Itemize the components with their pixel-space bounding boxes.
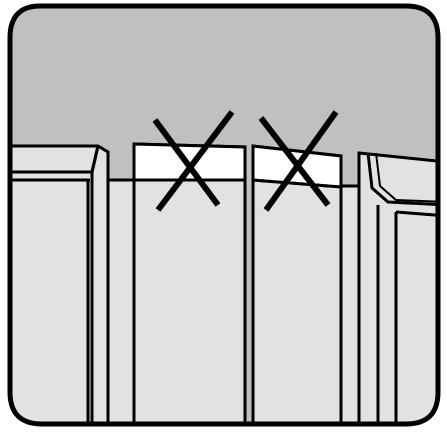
right-panel	[357, 151, 438, 424]
plank-two-cut-line	[252, 178, 342, 189]
gap-panel-right	[339, 184, 361, 424]
left-panel	[10, 144, 110, 424]
x-cross-mark-icon	[152, 110, 235, 212]
illustration-frame	[7, 3, 441, 427]
x-cross-mark-icon	[258, 110, 339, 212]
plank-one	[132, 142, 247, 424]
plank-two	[251, 144, 343, 424]
gap-panel-left	[106, 178, 136, 424]
